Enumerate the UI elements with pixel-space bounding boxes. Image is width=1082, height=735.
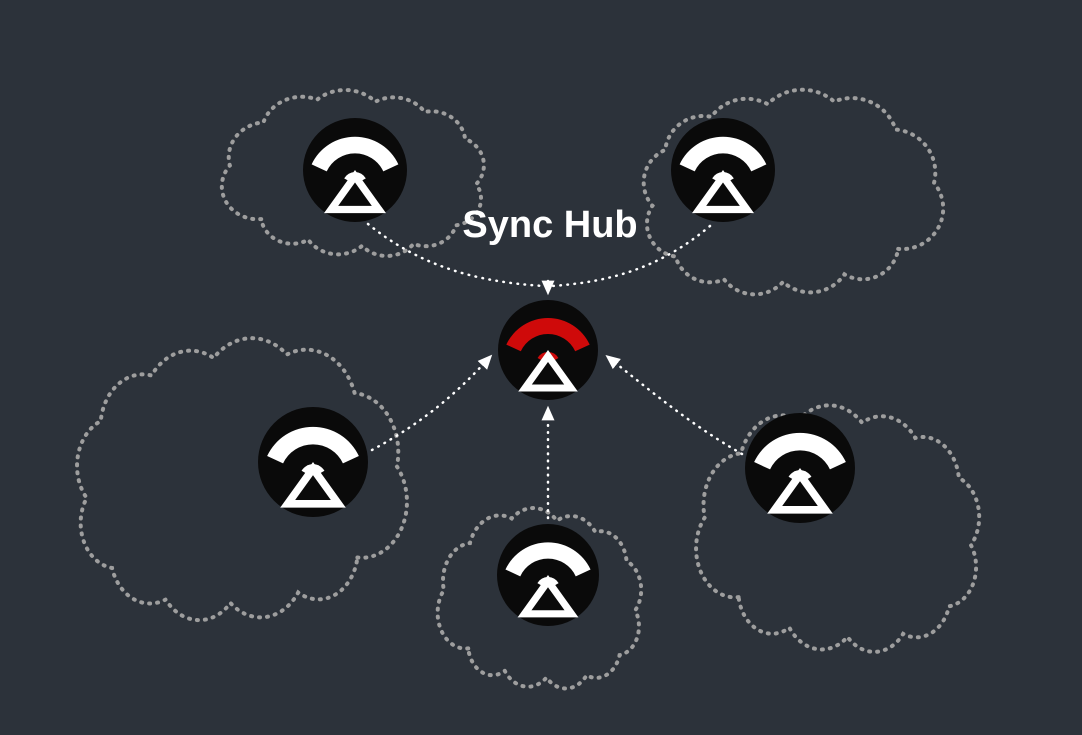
peer-node-top-left-icon [303, 118, 407, 222]
sync-hub-icon [498, 300, 598, 400]
peer-node-bottom-center-icon [497, 524, 599, 626]
peer-node-mid-right-icon [745, 413, 855, 523]
arrow-from-mid-right [605, 354, 744, 456]
arrow-from-top-left [366, 222, 546, 288]
arrow-from-mid-left [370, 354, 493, 452]
peer-node-mid-left-icon [258, 407, 368, 517]
peer-node-top-right-icon [671, 118, 775, 222]
sync-hub-label: Sync Hub [462, 204, 637, 246]
arrow-from-top-right [550, 224, 712, 288]
